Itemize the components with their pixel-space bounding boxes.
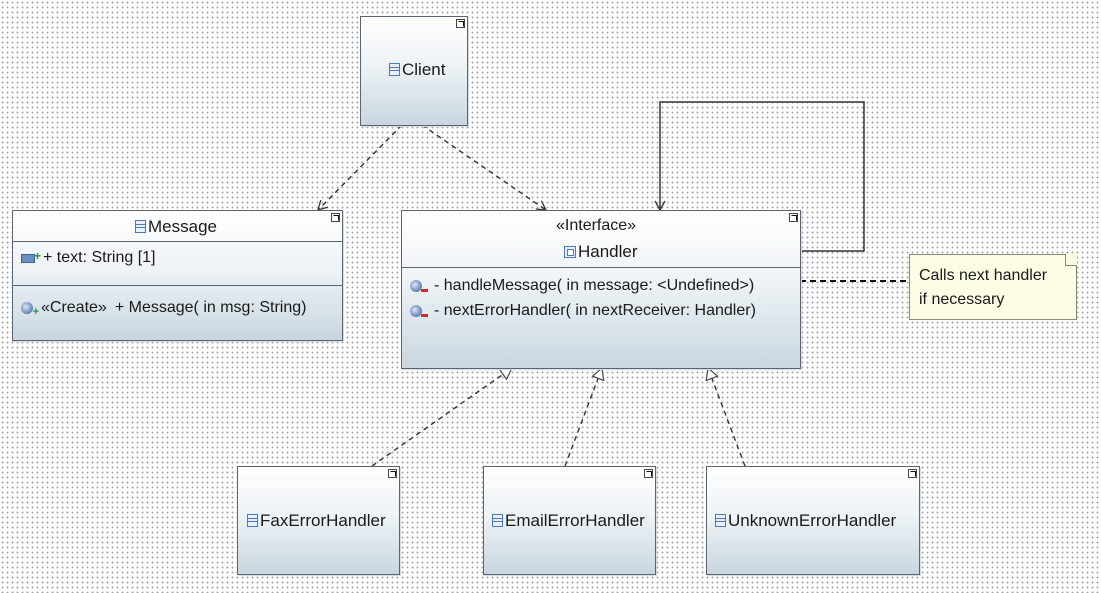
note-comment[interactable]: Calls next handler if necessary <box>909 254 1077 320</box>
class-icon <box>389 63 400 76</box>
interface-stereotype: «Interface» <box>556 217 637 234</box>
interface-handler-name: Handler <box>578 242 638 261</box>
operation-row[interactable]: «Create» + Message( in msg: String) <box>21 299 307 318</box>
compartment-divider <box>13 285 342 286</box>
edge-email-handler[interactable] <box>564 368 602 467</box>
expand-corner-icon[interactable] <box>331 213 340 222</box>
operation-text: + Message( in msg: String) <box>114 299 307 316</box>
operation-row[interactable]: - nextErrorHandler( in nextReceiver: Han… <box>410 302 756 320</box>
edge-fax-handler[interactable] <box>371 368 512 467</box>
class-message-title: Message <box>135 217 217 237</box>
class-client[interactable]: Client <box>360 16 468 126</box>
class-icon <box>492 514 503 527</box>
class-icon <box>247 514 258 527</box>
class-fax-title: FaxErrorHandler <box>247 511 386 531</box>
expand-corner-icon[interactable] <box>789 213 798 222</box>
class-email-error-handler[interactable]: EmailErrorHandler <box>483 466 656 575</box>
class-fax-error-handler[interactable]: FaxErrorHandler <box>237 466 400 575</box>
private-operation-icon <box>410 305 428 317</box>
note-line: if necessary <box>919 291 1005 308</box>
operation-stereotype: «Create» <box>41 299 107 316</box>
expand-corner-icon[interactable] <box>456 19 465 28</box>
edge-client-message[interactable] <box>317 124 403 211</box>
private-operation-icon <box>410 280 428 292</box>
interface-handler[interactable]: «Interface» Handler - handleMessage( in … <box>401 210 801 369</box>
compartment-divider <box>13 241 342 242</box>
operation-text: - handleMessage( in message: <Undefined>… <box>434 277 755 294</box>
class-icon <box>135 220 146 233</box>
expand-corner-icon[interactable] <box>388 469 397 478</box>
expand-corner-icon[interactable] <box>644 469 653 478</box>
public-operation-icon <box>21 302 39 318</box>
public-attribute-icon <box>21 249 41 263</box>
class-client-name: Client <box>402 60 446 79</box>
attribute-row[interactable]: + text: String [1] <box>21 249 156 267</box>
class-message-name: Message <box>148 217 217 236</box>
class-client-title: Client <box>389 60 445 80</box>
class-email-title: EmailErrorHandler <box>492 511 645 531</box>
expand-corner-icon[interactable] <box>908 469 917 478</box>
class-icon <box>715 514 726 527</box>
class-unknown-name: UnknownErrorHandler <box>728 511 897 530</box>
attribute-text: + text: String [1] <box>43 249 156 266</box>
class-unknown-title: UnknownErrorHandler <box>715 511 896 531</box>
operation-text: - nextErrorHandler( in nextReceiver: Han… <box>434 302 756 319</box>
interface-handler-title: Handler <box>564 242 638 262</box>
class-fax-name: FaxErrorHandler <box>260 511 386 530</box>
class-unknown-error-handler[interactable]: UnknownErrorHandler <box>706 466 920 575</box>
note-fold-corner <box>1065 254 1077 266</box>
class-message[interactable]: Message + text: String [1] «Create» + Me… <box>12 210 343 341</box>
compartment-divider <box>402 267 800 268</box>
interface-icon <box>564 246 576 258</box>
class-email-name: EmailErrorHandler <box>505 511 645 530</box>
operation-row[interactable]: - handleMessage( in message: <Undefined>… <box>410 277 754 295</box>
note-line: Calls next handler <box>919 267 1048 284</box>
edge-client-handler[interactable] <box>421 124 548 211</box>
edge-unknown-handler[interactable] <box>708 368 746 467</box>
